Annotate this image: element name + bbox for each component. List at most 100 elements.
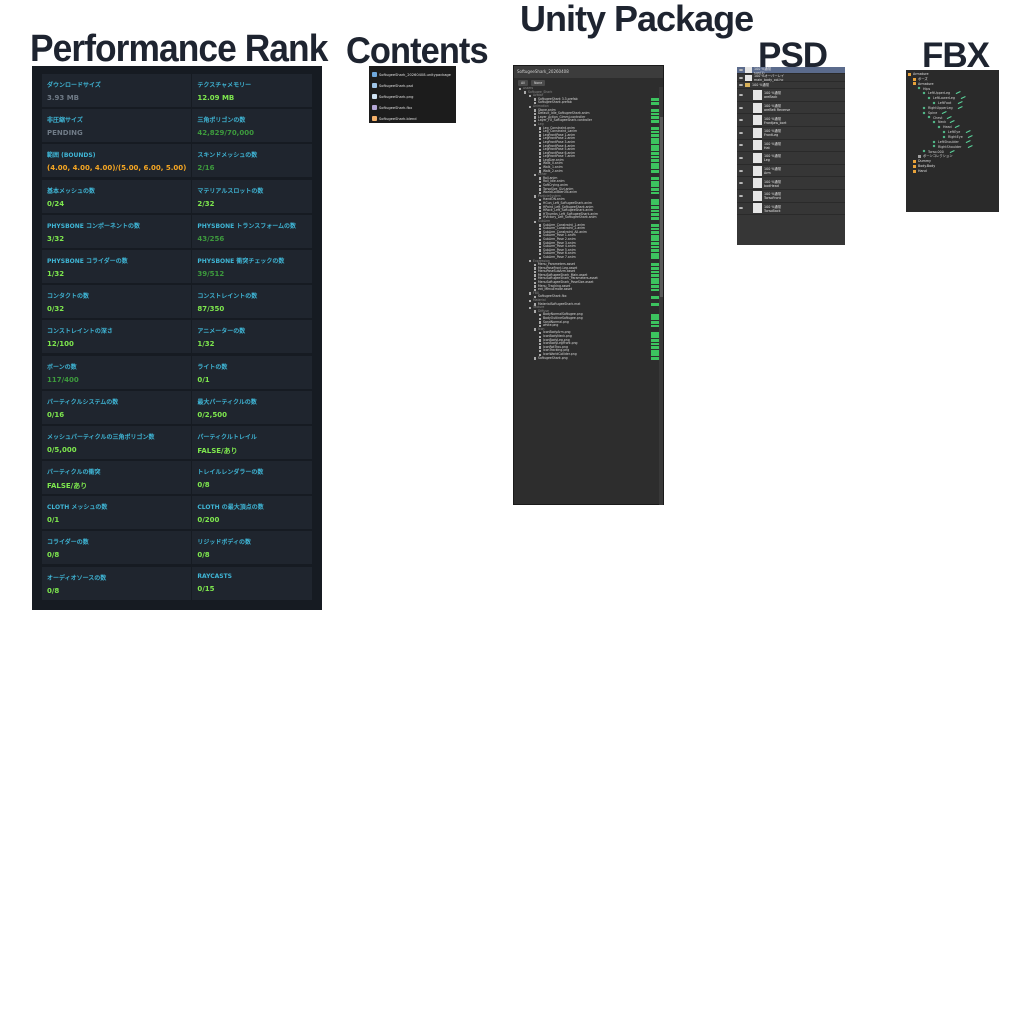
outliner-row[interactable]: Armature: [906, 72, 999, 77]
include-checkbox[interactable]: [539, 245, 542, 249]
include-checkbox[interactable]: [534, 112, 537, 116]
include-checkbox[interactable]: [539, 163, 542, 166]
tree-asset-row[interactable]: Walk_2.anim: [514, 169, 663, 174]
tree-asset-row[interactable]: HThumbs_Left_SoftugeeShark.anim: [514, 212, 663, 217]
tree-asset-row[interactable]: IconBodyNeck.png: [514, 334, 663, 339]
include-checkbox[interactable]: [539, 256, 542, 259]
include-checkbox[interactable]: [534, 278, 537, 281]
include-checkbox[interactable]: [539, 127, 542, 130]
include-checkbox[interactable]: [534, 274, 537, 277]
include-checkbox[interactable]: [534, 101, 537, 105]
select-all-button[interactable]: All: [518, 79, 528, 86]
visibility-eye-icon[interactable]: [739, 207, 743, 210]
include-checkbox[interactable]: [534, 296, 537, 299]
tree-asset-row[interactable]: SubArm_Constraint_1.anim: [514, 223, 663, 228]
tree-asset-row[interactable]: TorsoSize_Gizi.anim: [514, 187, 663, 192]
include-checkbox[interactable]: [534, 123, 537, 126]
include-checkbox[interactable]: [539, 216, 542, 220]
tree-asset-row[interactable]: HRock_Left_SoftugeeShark.anim: [514, 209, 663, 213]
tree-asset-row[interactable]: IconBodyLegFront.png: [514, 342, 663, 346]
unity-scrollbar-thumb[interactable]: [659, 117, 663, 297]
tree-folder-row[interactable]: SubArm: [514, 219, 663, 224]
include-checkbox[interactable]: [534, 285, 537, 288]
include-checkbox[interactable]: [534, 328, 537, 331]
include-checkbox[interactable]: [539, 166, 542, 170]
include-checkbox[interactable]: [519, 87, 522, 90]
include-checkbox[interactable]: [539, 159, 542, 162]
include-checkbox[interactable]: [529, 94, 532, 98]
tree-asset-row[interactable]: Menu_Parameters.asset: [514, 262, 663, 267]
tree-asset-row[interactable]: Menu_Tracking.asset: [514, 284, 663, 289]
tree-asset-row[interactable]: MenuSoftugeeShark_PoseSize.asset: [514, 280, 663, 285]
tree-asset-row[interactable]: IconBodyArm.png: [514, 331, 663, 335]
include-checkbox[interactable]: [539, 152, 542, 155]
outliner-row[interactable]: Hips: [906, 87, 999, 92]
tree-folder-row[interactable]: Softugee_Shark: [514, 90, 663, 95]
outliner-row[interactable]: Hand: [906, 169, 999, 174]
include-checkbox[interactable]: [539, 177, 542, 180]
tree-asset-row[interactable]: SubArm_Pose 7.anim: [514, 255, 663, 260]
tree-folder-row[interactable]: Expression: [514, 259, 663, 264]
outliner-row[interactable]: Dummy: [906, 159, 999, 164]
visibility-eye-icon[interactable]: [739, 119, 743, 122]
tree-asset-row[interactable]: LegFrontPose 2.anim: [514, 137, 663, 141]
outliner-row[interactable]: LeftShoulder: [906, 140, 999, 145]
file-item[interactable]: SoftugeeShark.psd: [372, 80, 453, 91]
tree-asset-row[interactable]: Walk_0.anim: [514, 162, 663, 166]
include-checkbox[interactable]: [534, 281, 537, 285]
visibility-eye-icon[interactable]: [739, 93, 743, 96]
tree-asset-row[interactable]: LegSize.anim: [514, 158, 663, 163]
include-checkbox[interactable]: [529, 105, 532, 108]
tree-asset-row[interactable]: LegFrontPose 4.anim: [514, 144, 663, 149]
outliner-row[interactable]: LeftFoot: [906, 101, 999, 106]
tree-asset-row[interactable]: SoftugeeShark 3.3.prefab: [514, 97, 663, 102]
include-checkbox[interactable]: [539, 191, 542, 195]
include-checkbox[interactable]: [539, 209, 542, 213]
include-checkbox[interactable]: [539, 188, 542, 191]
include-checkbox[interactable]: [539, 314, 542, 317]
tree-asset-row[interactable]: SubArm_Pose 3.anim: [514, 241, 663, 246]
unity-scrollbar[interactable]: [659, 87, 663, 505]
include-checkbox[interactable]: [539, 141, 542, 144]
tree-asset-row[interactable]: MenuSoftugeeShark_Parameters.asset: [514, 277, 663, 281]
tree-folder-row[interactable]: Texture: [514, 306, 663, 310]
outliner-row[interactable]: RightUpperLeg: [906, 106, 999, 111]
tree-asset-row[interactable]: Walk_1.anim: [514, 165, 663, 170]
include-checkbox[interactable]: [539, 224, 542, 227]
include-checkbox[interactable]: [539, 181, 542, 184]
tree-folder-row[interactable]: Assets: [514, 87, 663, 91]
outliner-row[interactable]: Spine: [906, 111, 999, 116]
tree-asset-row[interactable]: MaterialSoftugeeShark.mat: [514, 302, 663, 307]
visibility-eye-icon[interactable]: [739, 83, 743, 86]
include-checkbox[interactable]: [539, 137, 542, 141]
include-checkbox[interactable]: [534, 270, 537, 274]
outliner-row[interactable]: Head: [906, 125, 999, 130]
outliner-row[interactable]: LeftUpperLeg: [906, 91, 999, 96]
tree-asset-row[interactable]: LegFrontPose 7.anim: [514, 155, 663, 159]
tree-folder-row[interactable]: Other: [514, 173, 663, 177]
tree-asset-row[interactable]: Stone.anim: [514, 108, 663, 113]
tree-asset-row[interactable]: LegFrontPose 3.anim: [514, 140, 663, 145]
include-checkbox[interactable]: [529, 306, 532, 310]
outliner-row[interactable]: Body.Body: [906, 164, 999, 169]
tree-asset-row[interactable]: IconTracking.png: [514, 349, 663, 353]
tree-asset-row[interactable]: MenuSoftugeeShark_Main.asset: [514, 273, 663, 278]
visibility-eye-icon[interactable]: [739, 69, 743, 72]
file-item[interactable]: SoftugeeShark.blend: [372, 113, 453, 124]
include-checkbox[interactable]: [539, 155, 542, 159]
tree-asset-row[interactable]: IconRotTrou.png: [514, 345, 663, 350]
include-checkbox[interactable]: [534, 173, 537, 177]
include-checkbox[interactable]: [534, 119, 537, 123]
layer-row[interactable]: 100 %通常: [737, 82, 845, 90]
tree-asset-row[interactable]: SubArm_Pose 4.anim: [514, 245, 663, 249]
include-checkbox[interactable]: [539, 227, 542, 231]
tree-asset-row[interactable]: MenuPoseFront.Leg.asset: [514, 266, 663, 271]
include-checkbox[interactable]: [529, 292, 532, 295]
outliner-row[interactable]: LeftLowerLeg: [906, 96, 999, 101]
tree-asset-row[interactable]: SoftCrying.anim: [514, 183, 663, 188]
